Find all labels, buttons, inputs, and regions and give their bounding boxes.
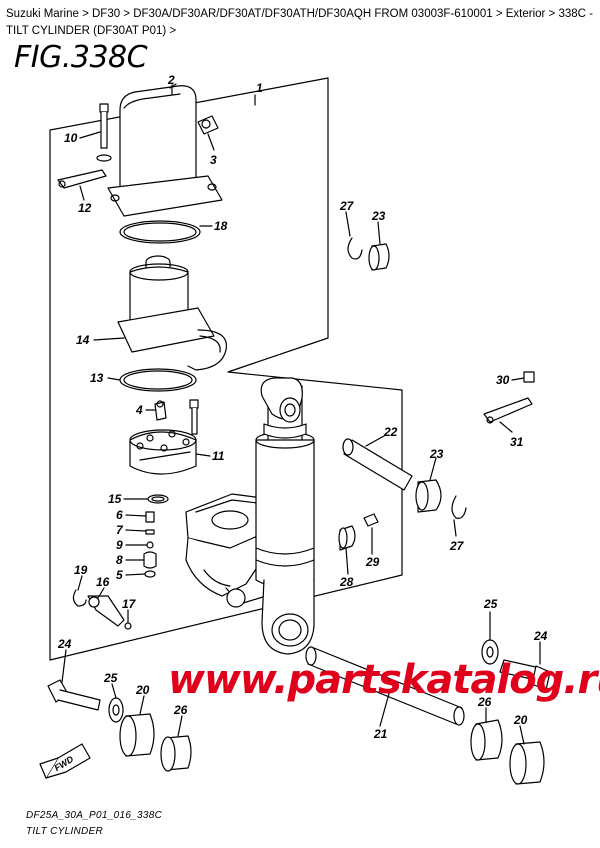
breadcrumb-item-exterior[interactable]: Exterior (505, 8, 546, 20)
breadcrumb-item-suzuki-marine[interactable]: Suzuki Marine (6, 8, 79, 20)
callout-24: 24 (57, 637, 72, 651)
callout-29: 29 (365, 555, 380, 569)
breadcrumb-separator: > (78, 8, 92, 20)
callout-14: 14 (76, 333, 90, 347)
figure-code: DF25A_30A_P01_016_338C (26, 810, 163, 821)
breadcrumb-separator: > (120, 8, 134, 20)
figure-title: FIG.338C (14, 40, 148, 75)
breadcrumb-item-df30[interactable]: DF30 (91, 8, 121, 20)
breadcrumb-separator: > (492, 8, 506, 20)
callout-21: 21 (373, 727, 388, 741)
callout-26b: 26 (477, 695, 492, 709)
callout-17: 17 (122, 597, 137, 611)
callout-20: 20 (135, 683, 150, 697)
callout-23: 23 (371, 209, 386, 223)
watermark: www.partskatalog.ru (168, 657, 600, 703)
callout-13: 13 (90, 371, 104, 385)
callout-24b: 24 (533, 629, 548, 643)
callout-labels: 1 2 3 10 12 18 27 23 14 13 4 11 30 31 22… (57, 73, 548, 741)
callout-11: 11 (212, 449, 225, 463)
callout-8: 8 (116, 553, 123, 567)
callout-25: 25 (103, 671, 118, 685)
callout-9: 9 (116, 538, 123, 552)
callout-1: 1 (256, 81, 263, 95)
callout-19: 19 (74, 563, 88, 577)
breadcrumb-item-model[interactable]: DF30A/DF30AR/DF30AT/DF30ATH/DF30AQH FROM… (133, 8, 493, 20)
breadcrumb-trailing: > (166, 25, 177, 37)
callout-18: 18 (214, 219, 228, 233)
callout-6: 6 (116, 508, 123, 522)
callout-16: 16 (96, 575, 110, 589)
callout-3: 3 (210, 153, 217, 167)
callout-7: 7 (116, 523, 124, 537)
callout-25b: 25 (483, 597, 498, 611)
callout-12: 12 (78, 201, 92, 215)
callout-15: 15 (108, 492, 122, 506)
callout-5: 5 (116, 568, 123, 582)
figure-caption: TILT CYLINDER (26, 826, 104, 837)
callout-20b: 20 (513, 713, 528, 727)
callout-4: 4 (135, 403, 143, 417)
breadcrumb-separator: > (545, 8, 559, 20)
callout-31: 31 (510, 435, 524, 449)
callout-27b: 27 (449, 539, 465, 553)
breadcrumb: Suzuki Marine > DF30 > DF30A/DF30AR/DF30… (6, 6, 594, 40)
callout-27: 27 (339, 199, 355, 213)
callout-26: 26 (173, 703, 188, 717)
callout-23b: 23 (429, 447, 444, 461)
callout-2: 2 (167, 73, 175, 87)
callout-10: 10 (64, 131, 78, 145)
callout-22: 22 (383, 425, 398, 439)
callout-30: 30 (496, 373, 510, 387)
callout-28: 28 (339, 575, 354, 589)
breadcrumb-item-current: 338C - TILT CYLINDER (DF30AT P01) (6, 8, 593, 37)
